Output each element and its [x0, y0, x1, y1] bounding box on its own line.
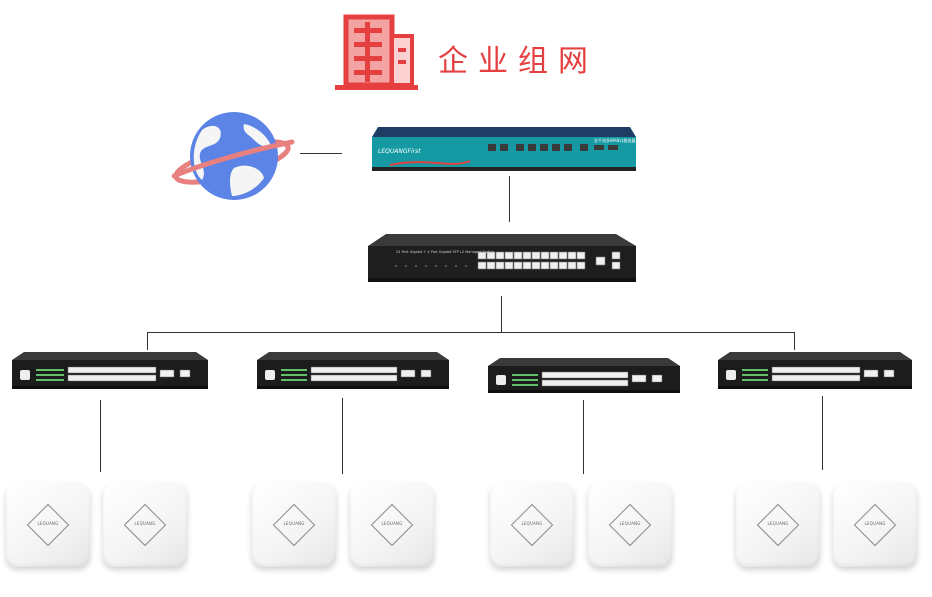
access-switch-1 [10, 350, 210, 390]
link-switch3-aps [583, 400, 584, 474]
page-title: 企业组网 [438, 44, 598, 79]
access-point-brand: LEQUANG [283, 521, 305, 526]
access-point-7: LEQUANG [736, 483, 820, 567]
core-switch-icon [368, 234, 636, 282]
access-switch-4 [716, 350, 914, 390]
access-switch-icon [488, 358, 680, 393]
access-point-brand: LEQUANG [864, 521, 886, 526]
access-point-brand: LEQUANG [767, 521, 789, 526]
link-switch4-aps [822, 396, 823, 470]
link-switch2-aps [342, 398, 343, 474]
access-point-brand: LEQUANG [619, 521, 641, 526]
link-bus-left-drop [147, 332, 148, 350]
access-switch-icon [257, 352, 449, 389]
link-core-trunk [501, 296, 502, 332]
building-icon [335, 14, 418, 90]
router-panel-label: 全千兆多WAN口路由器 [594, 138, 636, 143]
link-distribution-bus [147, 332, 795, 333]
link-router-core [509, 176, 510, 222]
link-bus-right-drop [794, 332, 795, 350]
access-point-brand: LEQUANG [381, 521, 403, 526]
header: 企业组网 [330, 12, 630, 92]
core-switch-panel-label: 24 Port Gigabit + 4 Port Gigabit SFP L2 … [396, 250, 495, 254]
access-point-3: LEQUANG [252, 483, 336, 567]
internet-globe-icon [172, 112, 295, 200]
access-point-6: LEQUANG [588, 483, 672, 567]
access-point-5: LEQUANG [490, 483, 574, 567]
access-point-4: LEQUANG [350, 483, 434, 567]
router-brand: LEQUANGFirst [378, 148, 421, 155]
access-point-1: LEQUANG [6, 483, 90, 567]
core-switch: 24 Port Gigabit + 4 Port Gigabit SFP L2 … [366, 232, 638, 284]
link-internet-router [300, 153, 342, 154]
access-point-brand: LEQUANG [37, 521, 59, 526]
router-icon [372, 127, 636, 171]
access-switch-icon [718, 352, 912, 389]
access-point-brand: LEQUANG [521, 521, 543, 526]
router: LEQUANGFirst 全千兆多WAN口路由器 [370, 125, 638, 173]
access-switch-2 [255, 350, 451, 390]
access-switch-icon [12, 352, 208, 389]
access-point-8: LEQUANG [833, 483, 917, 567]
link-switch1-aps [100, 400, 101, 472]
access-point-2: LEQUANG [103, 483, 187, 567]
access-switch-3 [486, 356, 682, 394]
access-point-brand: LEQUANG [134, 521, 156, 526]
